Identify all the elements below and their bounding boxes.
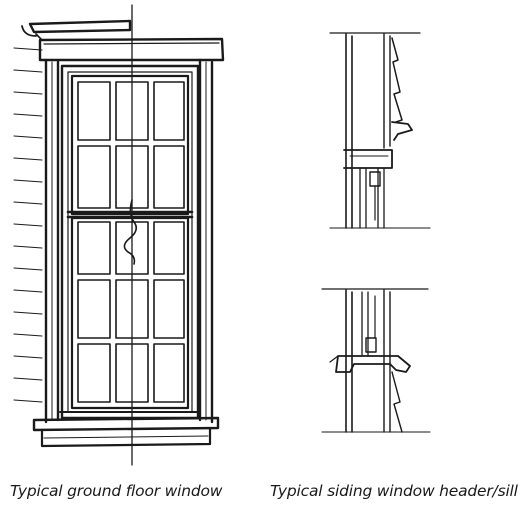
- lower-sash-pane-1: [77, 221, 111, 275]
- lower-sash-pane-6: [153, 279, 185, 339]
- lower-sash-pane-4: [77, 279, 111, 339]
- window-side-casing: [44, 58, 214, 424]
- lower-sash-pane-8: [115, 343, 149, 403]
- header-section-drawing: [329, 32, 431, 229]
- lower-sash-pane-5: [115, 279, 149, 339]
- lower-sash-pane-9: [153, 343, 185, 403]
- upper-sash-pane-3: [153, 81, 185, 141]
- header-sill-caption: Typical siding window header/sill: [270, 482, 518, 500]
- upper-sash-pane-4: [77, 145, 111, 209]
- lower-sash-pane-7: [77, 343, 111, 403]
- upper-sash: [70, 74, 190, 216]
- ground-floor-window-drawing: [13, 4, 225, 466]
- lower-sash-pane-3: [153, 221, 185, 275]
- upper-sash-pane-1: [77, 81, 111, 141]
- ground-floor-window-caption: Typical ground floor window: [10, 482, 223, 500]
- sash-break-squiggle: [123, 199, 138, 265]
- lower-sash: [70, 216, 190, 410]
- upper-sash-pane-5: [115, 145, 149, 209]
- sill-section-drawing: [321, 288, 431, 433]
- upper-sash-pane-6: [153, 145, 185, 209]
- window-head-casing: [21, 19, 225, 62]
- clapboard-siding: [13, 47, 43, 403]
- window-frame: [60, 64, 200, 420]
- window-sill: [32, 411, 220, 448]
- upper-sash-pane-2: [115, 81, 149, 141]
- lower-sash-pane-2: [115, 221, 149, 275]
